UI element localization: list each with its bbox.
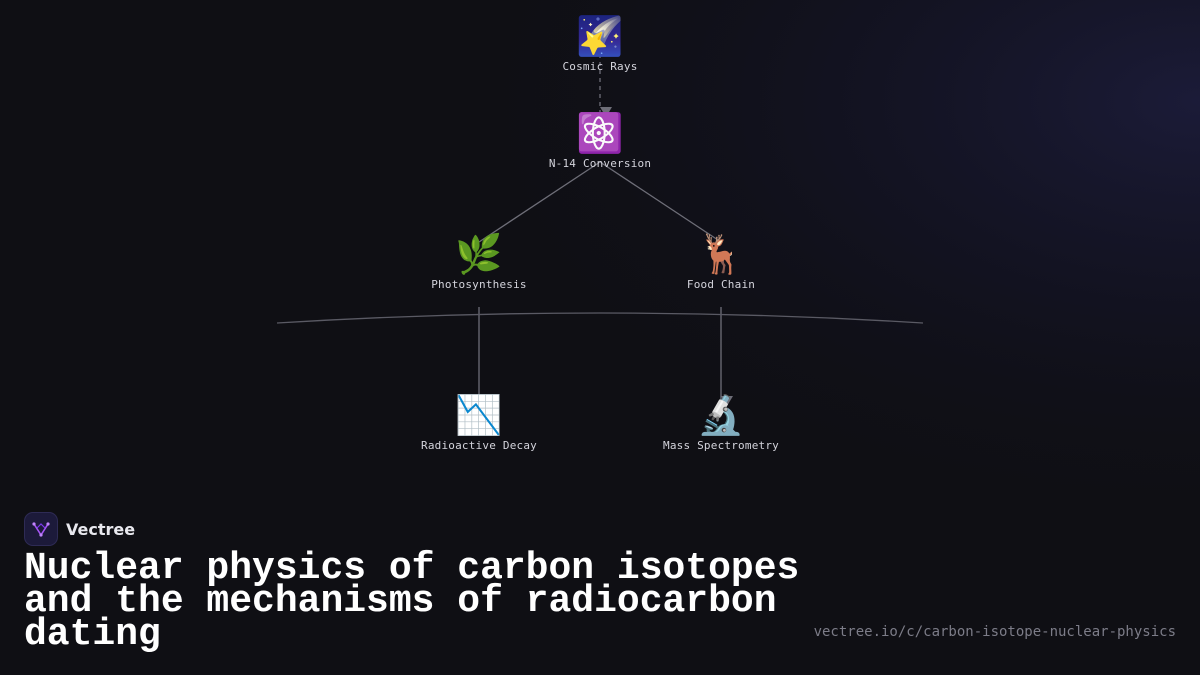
microscope-icon: 🔬: [697, 393, 745, 437]
node-label: Food Chain: [686, 278, 756, 291]
deer-icon: 🦌: [697, 232, 745, 276]
node-mass-spectrometry: 🔬 Mass Spectrometry: [631, 393, 811, 452]
brand[interactable]: Vectree: [24, 512, 135, 546]
node-n14-conversion: ⚛️ N-14 Conversion: [510, 111, 690, 170]
vectree-logo-icon: [24, 512, 58, 546]
node-photosynthesis: 🌿 Photosynthesis: [389, 232, 569, 291]
node-label: Radioactive Decay: [421, 439, 537, 452]
node-label: Mass Spectrometry: [663, 439, 779, 452]
edge-n14-to-food-chain: [599, 161, 722, 243]
node-cosmic-rays: 🌠 Cosmic Rays: [510, 14, 690, 73]
node-radioactive-decay: 📉 Radioactive Decay: [389, 393, 569, 452]
chart-decreasing-icon: 📉: [455, 393, 503, 437]
page-title: Nuclear physics of carbon isotopes and t…: [24, 547, 800, 656]
node-label: Photosynthesis: [431, 278, 527, 291]
brand-name: Vectree: [66, 519, 136, 539]
atom-icon: ⚛️: [576, 111, 624, 155]
shooting-star-icon: 🌠: [576, 14, 624, 58]
node-label: Cosmic Rays: [562, 60, 638, 73]
source-url[interactable]: vectree.io/c/carbon-isotope-nuclear-phys…: [813, 624, 1176, 640]
node-food-chain: 🦌 Food Chain: [631, 232, 811, 291]
node-label: N-14 Conversion: [548, 157, 652, 170]
edge-n14-to-photosynthesis: [478, 161, 601, 243]
separator-curve: [276, 312, 924, 324]
herb-icon: 🌿: [455, 232, 503, 276]
